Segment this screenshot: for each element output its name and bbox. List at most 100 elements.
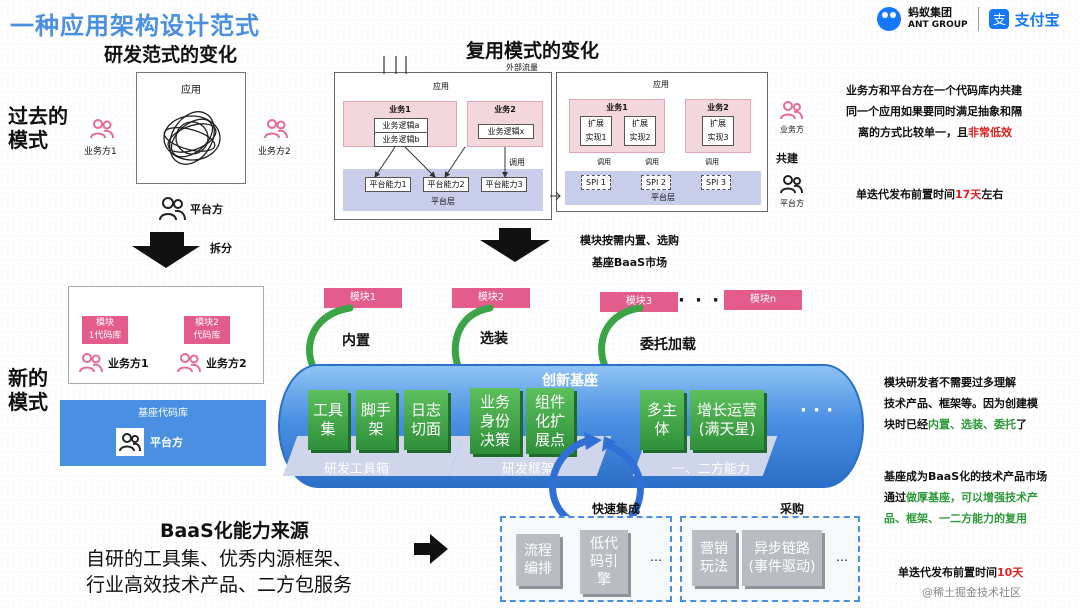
module-1-chip: 模块1 xyxy=(324,288,402,308)
optional-label: 选装 xyxy=(480,331,508,347)
flow-orchestration-block: 流程 编排 xyxy=(516,534,560,586)
base-repo-box: 基座代码库 平台方 xyxy=(60,400,266,466)
baas-line-2: 行业高效技术产品、二方包服务 xyxy=(86,574,353,596)
r-platform-layer: SPI 1 SPI 2 SPI 3 平台层 xyxy=(565,171,761,205)
note-past: 业务方和平台方在一个代码库内共建 同一个应用如果要同时满足抽象和隔 离的方式比较… xyxy=(846,84,1022,139)
biz1-logic-b: 业务逻辑b xyxy=(374,132,428,147)
biz1-box: 业务1 业务逻辑a 业务逻辑b xyxy=(343,101,457,147)
page-title: 一种应用架构设计范式 xyxy=(10,12,260,40)
biz-side-2-label: 业务方2 xyxy=(258,147,291,157)
market-line-2: 基座BaaS市场 xyxy=(591,256,668,269)
r-platform-side-label: 平台方 xyxy=(780,199,804,208)
fast-dots: … xyxy=(650,550,662,564)
builtin-optional-delegate-highlight: 内置、选装、委托 xyxy=(928,418,1016,431)
r-biz2-label: 业务2 xyxy=(707,103,729,112)
base-name: 创新基座 xyxy=(542,373,598,389)
pink-people-icon xyxy=(177,353,201,373)
biz2-box: 业务2 业务逻辑x xyxy=(467,101,543,147)
svg-text:支: 支 xyxy=(993,13,1006,28)
module-3-chip: 模块3 xyxy=(600,292,678,312)
module-2-chip: 模块2 xyxy=(452,288,530,308)
purchase-dots: … xyxy=(836,550,848,564)
r-call-2: 调用 xyxy=(645,158,659,166)
new-app-label: 应用 xyxy=(653,80,669,89)
r-call-1: 调用 xyxy=(597,158,611,166)
pink-people-icon xyxy=(780,101,803,120)
leadtime-17-highlight: 17天 xyxy=(955,188,982,201)
note-new-leadtime: 单迭代发布前置时间10天 xyxy=(898,566,1024,579)
note-base-market: 基座成为BaaS化的技术产品市场 通过做厚基座，可以增强技术产 品、框架、一二方… xyxy=(884,466,1076,529)
biz-side-1-label: 业务方1 xyxy=(84,147,117,157)
spi-1: SPI 1 xyxy=(581,175,611,190)
tangled-app-box: 应用 xyxy=(136,72,246,184)
r-impl1: 扩展实现1 xyxy=(580,116,612,146)
base-platform-label: 平台方 xyxy=(150,436,183,449)
r-call-3: 调用 xyxy=(705,158,719,166)
baas-lines: 自研的工具集、优秀内源框架、 行业高效技术产品、二方包服务 xyxy=(86,546,352,598)
spi-3: SPI 3 xyxy=(701,175,731,190)
identity-block: 业务 身份 决策 xyxy=(470,388,520,454)
leadtime-10-highlight: 10天 xyxy=(997,566,1024,579)
center-heading: 复用模式的变化 xyxy=(466,40,600,62)
new-app-box: 应用 业务1 扩展实现1 扩展实现2 业务2 扩展实现3 调用 调用 调用 SP… xyxy=(556,72,768,212)
pink-people-icon xyxy=(79,353,103,373)
r-impl2: 扩展实现2 xyxy=(624,116,656,146)
module-n-chip: 模块n xyxy=(724,290,802,310)
marketing-block: 营销 玩法 xyxy=(692,530,736,586)
market-label: 模块按需内置、选购 基座BaaS市场 xyxy=(580,230,679,274)
base-dots: · · · xyxy=(800,400,834,421)
r-biz2-box: 业务2 扩展实现3 xyxy=(685,99,751,153)
base-repo-label: 基座代码库 xyxy=(138,408,188,419)
module-dots: · · · xyxy=(678,290,722,311)
multi-entity-block: 多主 体 xyxy=(640,390,684,450)
watermark: @稀土掘金技术社区 xyxy=(922,586,1021,599)
biz1-label: 业务1 xyxy=(389,105,411,114)
reuse-highlight: 品、框架、一二方能力的复用 xyxy=(884,512,1027,525)
old-app-label: 应用 xyxy=(433,82,449,91)
purchase-label: 采购 xyxy=(780,502,805,516)
toolbox-label: 研发工具箱 xyxy=(324,462,390,477)
tangle-icon xyxy=(163,111,221,165)
past-mode-label: 过去的 模式 xyxy=(8,104,68,152)
ant-name-cn: 蚂蚁集团 xyxy=(908,6,952,19)
new-biz-side-2: 业务方2 xyxy=(176,352,247,374)
new-biz-side-1: 业务方1 xyxy=(78,352,149,374)
r-biz-side: 业务方 xyxy=(774,100,810,135)
split-label: 拆分 xyxy=(210,242,232,255)
delegate-label: 委托加载 xyxy=(640,337,696,353)
market-arrow xyxy=(480,228,550,264)
r-biz1-box: 业务1 扩展实现1 扩展实现2 xyxy=(569,99,665,153)
module-1-repo: 模块 1代码库 xyxy=(82,316,128,344)
app-label: 应用 xyxy=(181,85,201,96)
external-traffic-label: 外部流量 xyxy=(506,63,538,72)
market-line-1: 模块按需内置、选购 xyxy=(580,234,679,247)
async-chain-block: 异步链路 (事件驱动) xyxy=(742,530,822,586)
framework-label: 研发框架 xyxy=(502,462,555,477)
new-biz-side-2-label: 业务方2 xyxy=(206,357,247,370)
r-impl3: 扩展实现3 xyxy=(702,116,734,146)
brand-logos: 蚂蚁集团 ANT GROUP 支 支付宝 xyxy=(876,6,1060,32)
biz-side-1: 业务方1 xyxy=(84,118,117,157)
ant-name-en: ANT GROUP xyxy=(908,20,968,30)
arrow-right-icon xyxy=(414,534,448,564)
incoming-arrows xyxy=(383,56,407,74)
new-mode-label: 新的 模式 xyxy=(8,366,48,414)
component-block: 组件 化扩 展点 xyxy=(526,388,574,454)
old-app-arrows xyxy=(374,146,508,178)
pink-people-icon xyxy=(90,119,115,139)
split-arrow xyxy=(132,232,202,270)
baas-line-1: 自研的工具集、优秀内源框架、 xyxy=(86,548,353,570)
platform-side-past: 平台方 xyxy=(158,196,223,222)
r-biz-side-label: 业务方 xyxy=(780,125,804,134)
call-label: 调用 xyxy=(509,158,525,167)
ant-logo-icon xyxy=(877,7,901,31)
platform-layer-label: 平台层 xyxy=(431,197,455,206)
cap12-label: 一、二方能力 xyxy=(672,462,751,477)
fast-integration-label: 快速集成 xyxy=(592,502,641,516)
people-icon xyxy=(159,197,186,221)
arrow-right-icon xyxy=(550,191,561,201)
old-app-box: 应用 业务1 业务逻辑a 业务逻辑b 业务2 业务逻辑x 调用 平台能力1 平台… xyxy=(334,72,552,220)
left-heading: 研发范式的变化 xyxy=(104,44,238,66)
platform-label: 平台方 xyxy=(190,203,223,216)
biz-side-2: 业务方2 xyxy=(258,118,291,157)
